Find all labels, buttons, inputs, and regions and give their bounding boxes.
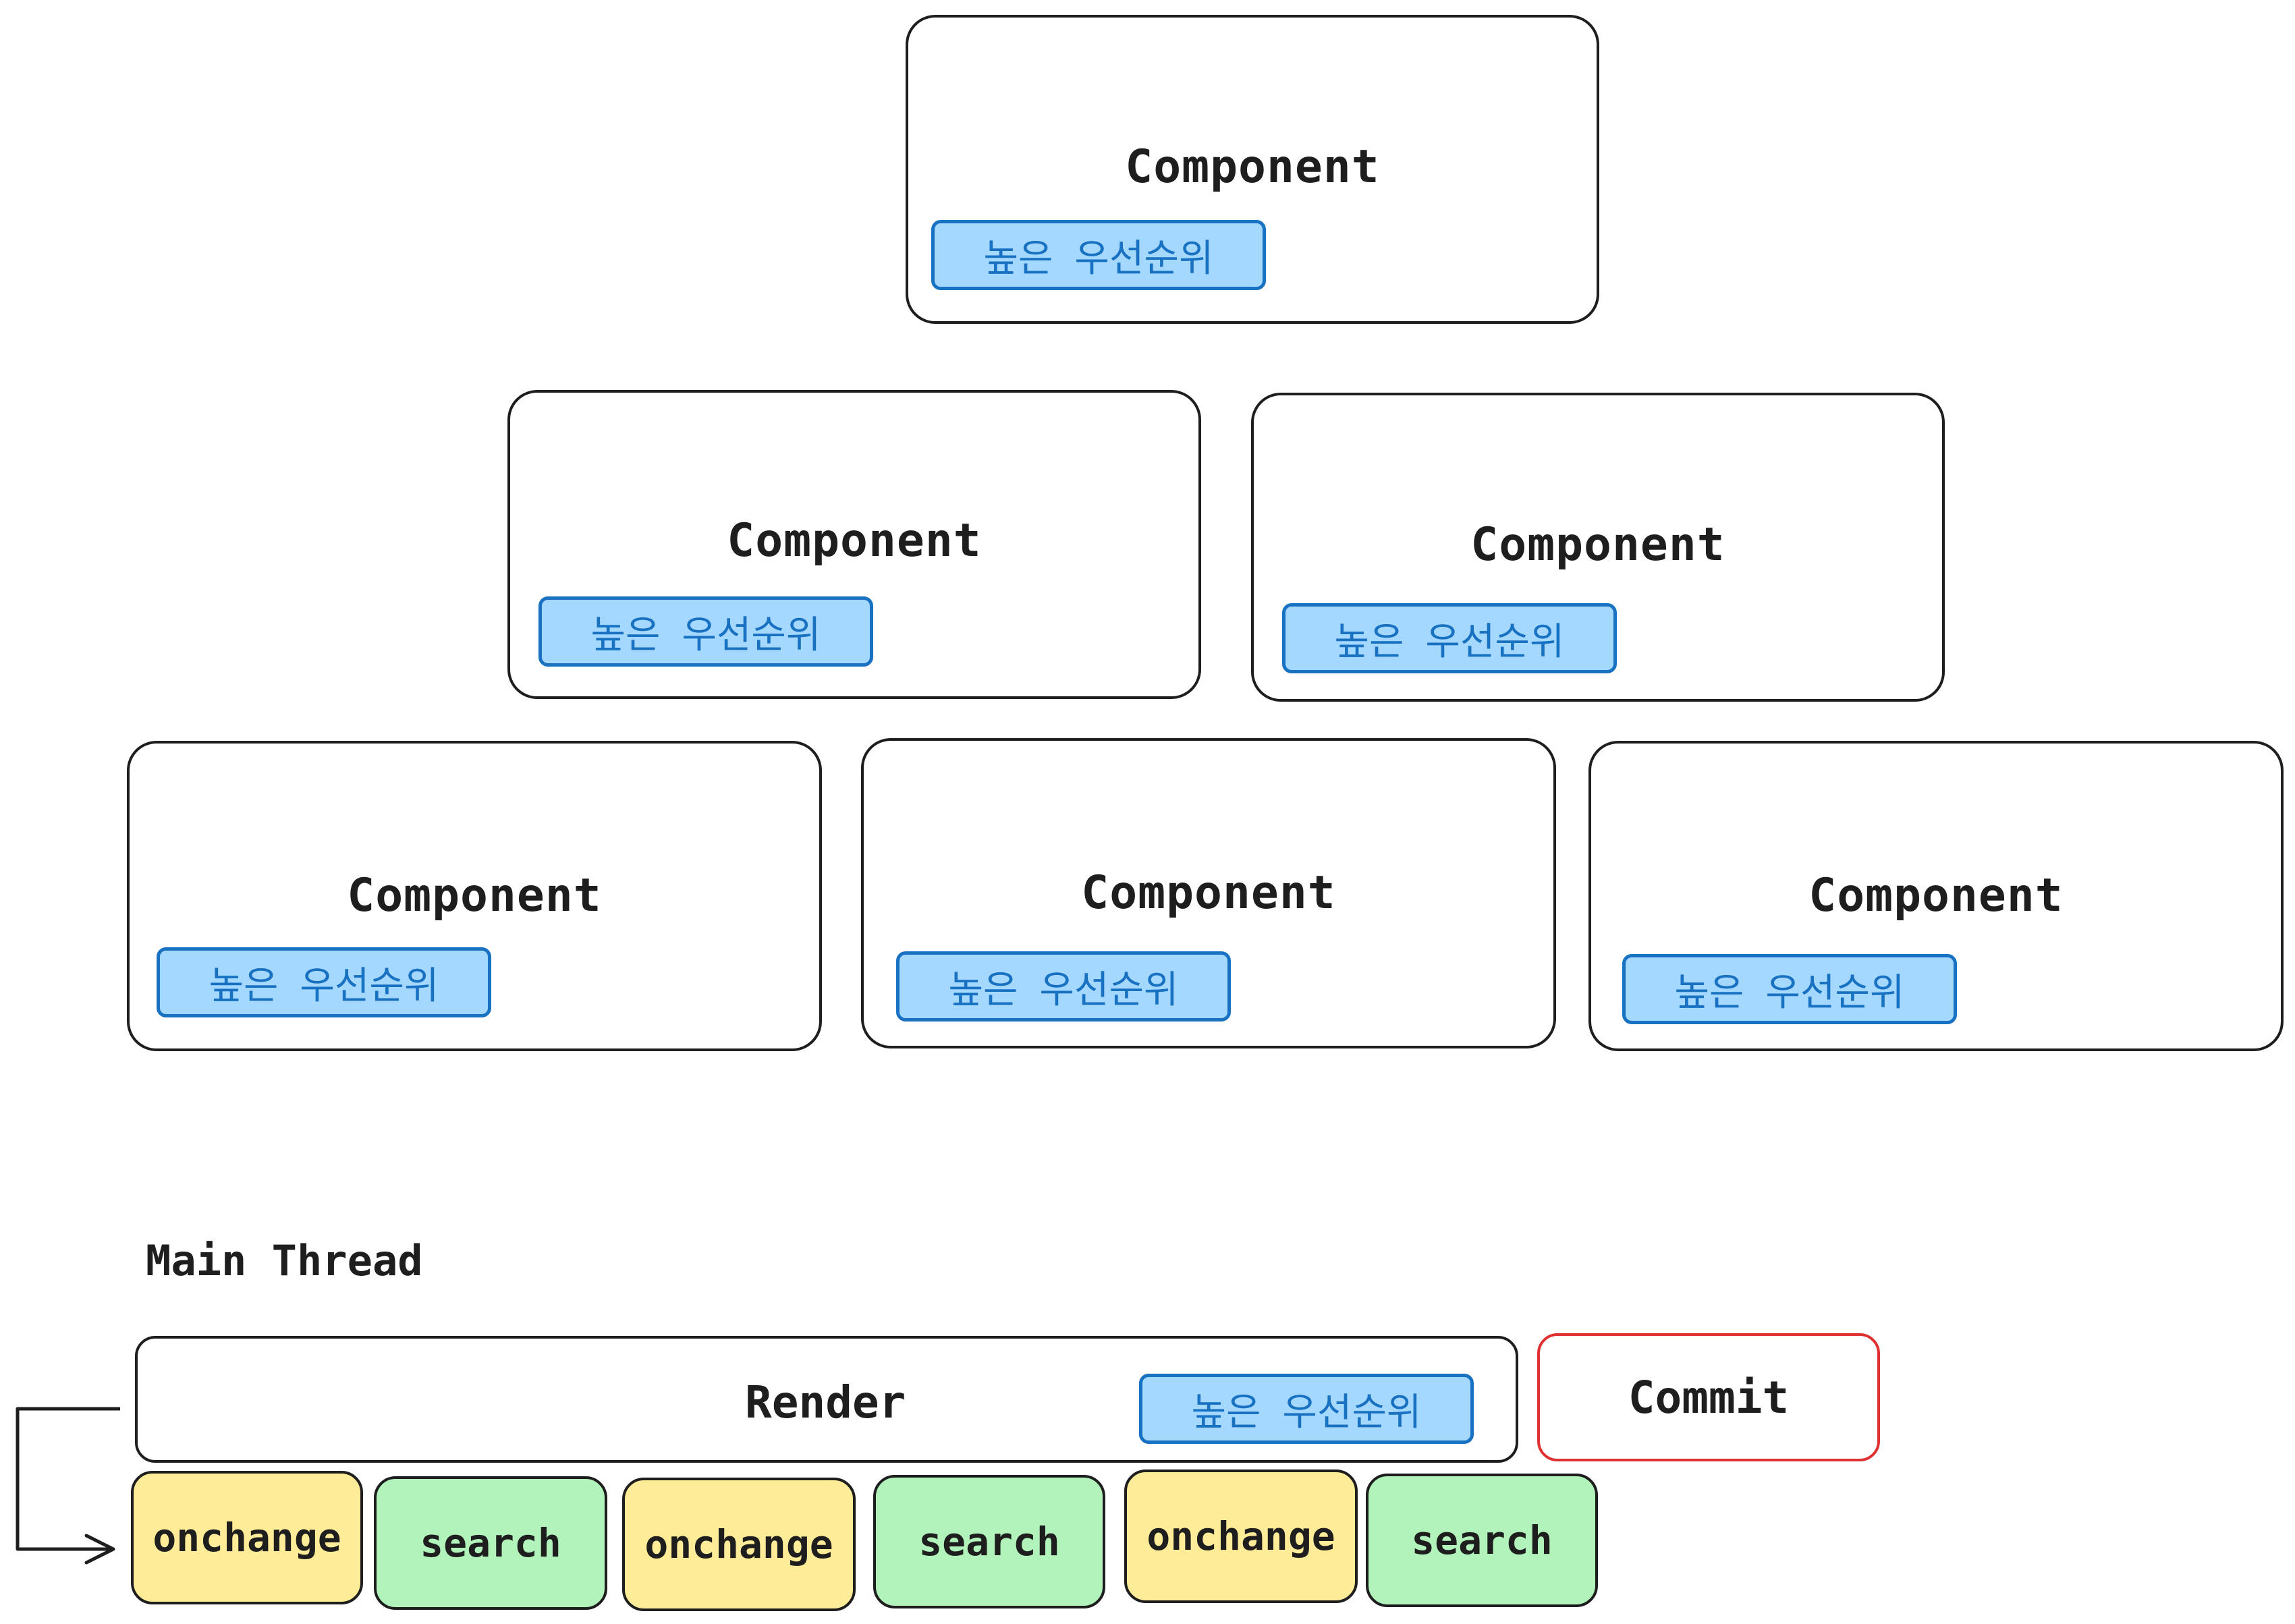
component-title: Component bbox=[1125, 140, 1380, 194]
priority-badge: 높은 우선순위 bbox=[157, 947, 491, 1017]
priority-badge: 높은 우선순위 bbox=[1282, 603, 1617, 673]
main-thread-label: Main Thread bbox=[146, 1236, 423, 1285]
priority-badge: 높은 우선순위 bbox=[538, 596, 873, 667]
task-onchange: onchange bbox=[131, 1471, 363, 1604]
task-search: search bbox=[873, 1475, 1105, 1608]
component-box-level2-left: Component 높은 우선순위 bbox=[507, 390, 1201, 699]
commit-phase-box: Commit bbox=[1537, 1333, 1880, 1461]
render-label: Render bbox=[745, 1376, 906, 1428]
component-title: Component bbox=[1470, 518, 1725, 571]
component-title: Component bbox=[1081, 866, 1336, 920]
commit-label: Commit bbox=[1628, 1371, 1790, 1424]
component-box-level2-right: Component 높은 우선순위 bbox=[1251, 393, 1945, 702]
component-title: Component bbox=[347, 869, 602, 922]
task-onchange: onchange bbox=[1124, 1469, 1358, 1603]
task-search: search bbox=[374, 1476, 607, 1610]
priority-badge: 높은 우선순위 bbox=[931, 220, 1266, 290]
component-title: Component bbox=[727, 514, 982, 567]
component-title: Component bbox=[1808, 869, 2064, 922]
render-priority-badge: 높은 우선순위 bbox=[1139, 1374, 1474, 1444]
task-onchange: onchange bbox=[622, 1478, 856, 1611]
render-phase-box: Render 높은 우선순위 bbox=[135, 1336, 1518, 1463]
component-box-level3-right: Component 높은 우선순위 bbox=[1588, 741, 2284, 1051]
priority-badge: 높은 우선순위 bbox=[896, 951, 1231, 1021]
priority-badge: 높은 우선순위 bbox=[1622, 954, 1957, 1024]
component-box-root: Component 높은 우선순위 bbox=[906, 15, 1599, 324]
task-search: search bbox=[1366, 1474, 1598, 1607]
component-box-level3-middle: Component 높은 우선순위 bbox=[861, 738, 1556, 1048]
component-box-level3-left: Component 높은 우선순위 bbox=[127, 741, 822, 1051]
